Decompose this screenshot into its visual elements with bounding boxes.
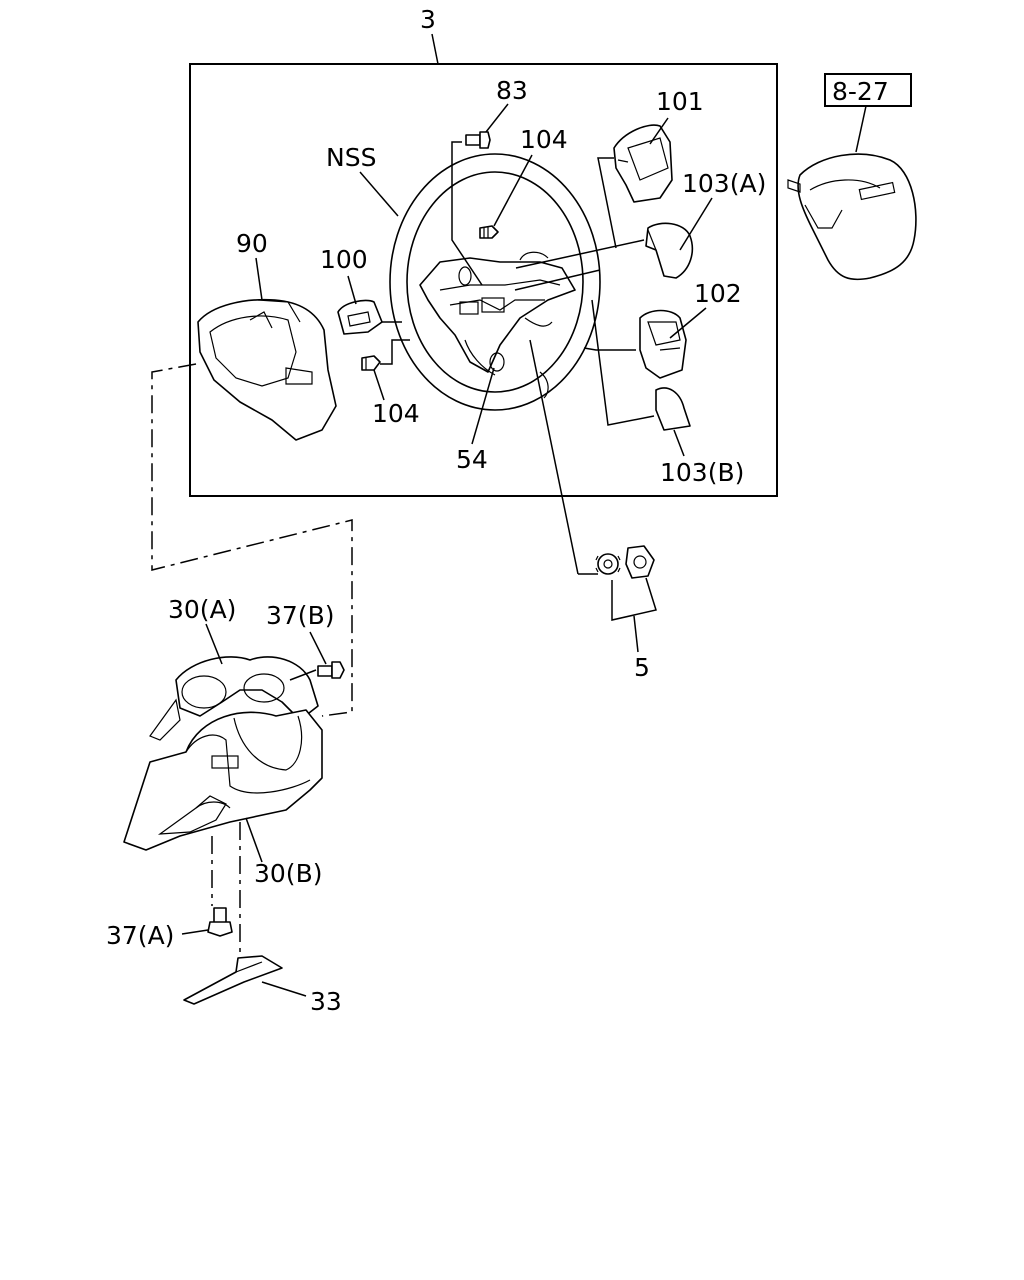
airbag-module xyxy=(787,153,917,281)
leader-90 xyxy=(255,257,263,301)
leader-103b xyxy=(673,429,685,457)
label-bolt-104-bottom: 104 xyxy=(372,399,420,428)
leader-switch-link xyxy=(515,239,645,269)
leader-104-bottom xyxy=(373,369,385,401)
label-washer-5: 5 xyxy=(634,653,650,682)
label-nut-54: 54 xyxy=(456,445,488,474)
switch-101 xyxy=(613,124,673,203)
leader-33 xyxy=(261,981,307,997)
connector-left xyxy=(151,363,353,717)
leader-5-shaft xyxy=(529,339,579,575)
label-cover-103b: 103(B) xyxy=(660,458,744,487)
leader-104-bottom-hub xyxy=(380,339,410,365)
label-screw-37b: 37(B) xyxy=(266,601,334,630)
bracket-100 xyxy=(337,299,383,335)
leader-37a xyxy=(181,929,209,935)
leader-102 xyxy=(669,307,707,339)
assembly-frame xyxy=(189,63,778,497)
label-nss: NSS xyxy=(326,143,376,172)
label-pad-33: 33 xyxy=(310,987,342,1016)
leader-100 xyxy=(347,275,357,305)
label-bolt-104-top: 104 xyxy=(520,125,568,154)
bolt-104-bottom xyxy=(361,355,381,371)
label-column-cover-30a: 30(A) xyxy=(168,595,236,624)
steering-wheel xyxy=(389,153,601,411)
cover-103a xyxy=(645,222,694,279)
leader-switch-link-2 xyxy=(514,269,601,291)
label-ref-8-27: 8-27 xyxy=(832,77,889,106)
cover-103b xyxy=(655,387,691,431)
label-switch-102: 102 xyxy=(694,279,742,308)
leader-83-hub xyxy=(451,141,483,286)
label-screw-83: 83 xyxy=(496,76,528,105)
label-screw-37a: 37(A) xyxy=(106,921,174,950)
leader-37b-cover xyxy=(289,669,317,681)
column-cover-30b xyxy=(123,709,323,851)
screw-37b xyxy=(317,661,345,679)
leader-83 xyxy=(485,103,509,133)
ref-box xyxy=(824,73,912,107)
switch-102 xyxy=(639,309,687,379)
pad-33 xyxy=(183,955,283,1005)
label-cover-103a: 103(A) xyxy=(682,169,766,198)
leader-104-top xyxy=(493,154,533,227)
leader-101-bracket xyxy=(597,157,617,249)
column-cover-30a xyxy=(149,656,319,741)
leader-103b-bracket xyxy=(591,299,655,426)
label-bracket-100: 100 xyxy=(320,245,368,274)
leader-5-bracket xyxy=(611,577,657,621)
leader-nss xyxy=(359,171,399,217)
leader-30a xyxy=(205,623,223,665)
label-cover-90: 90 xyxy=(236,229,268,258)
column-cover-90 xyxy=(197,298,337,441)
leader-102-bracket xyxy=(583,347,636,351)
leader-103a xyxy=(679,197,713,251)
leader-101 xyxy=(649,117,669,145)
leader-54 xyxy=(471,367,495,445)
label-column-cover-30b: 30(B) xyxy=(254,859,322,888)
leader-5 xyxy=(633,615,639,653)
bolt-104-top xyxy=(479,225,499,239)
screw-83 xyxy=(465,131,491,149)
ref-leader xyxy=(855,105,867,153)
leader-37b xyxy=(309,631,327,665)
assembly-leader xyxy=(431,33,439,65)
nut-5 xyxy=(625,545,655,579)
leader-30b xyxy=(245,817,263,863)
screw-37a xyxy=(207,907,233,937)
label-switch-101: 101 xyxy=(656,87,704,116)
washer-5 xyxy=(595,553,621,575)
label-assembly-3: 3 xyxy=(420,5,436,34)
